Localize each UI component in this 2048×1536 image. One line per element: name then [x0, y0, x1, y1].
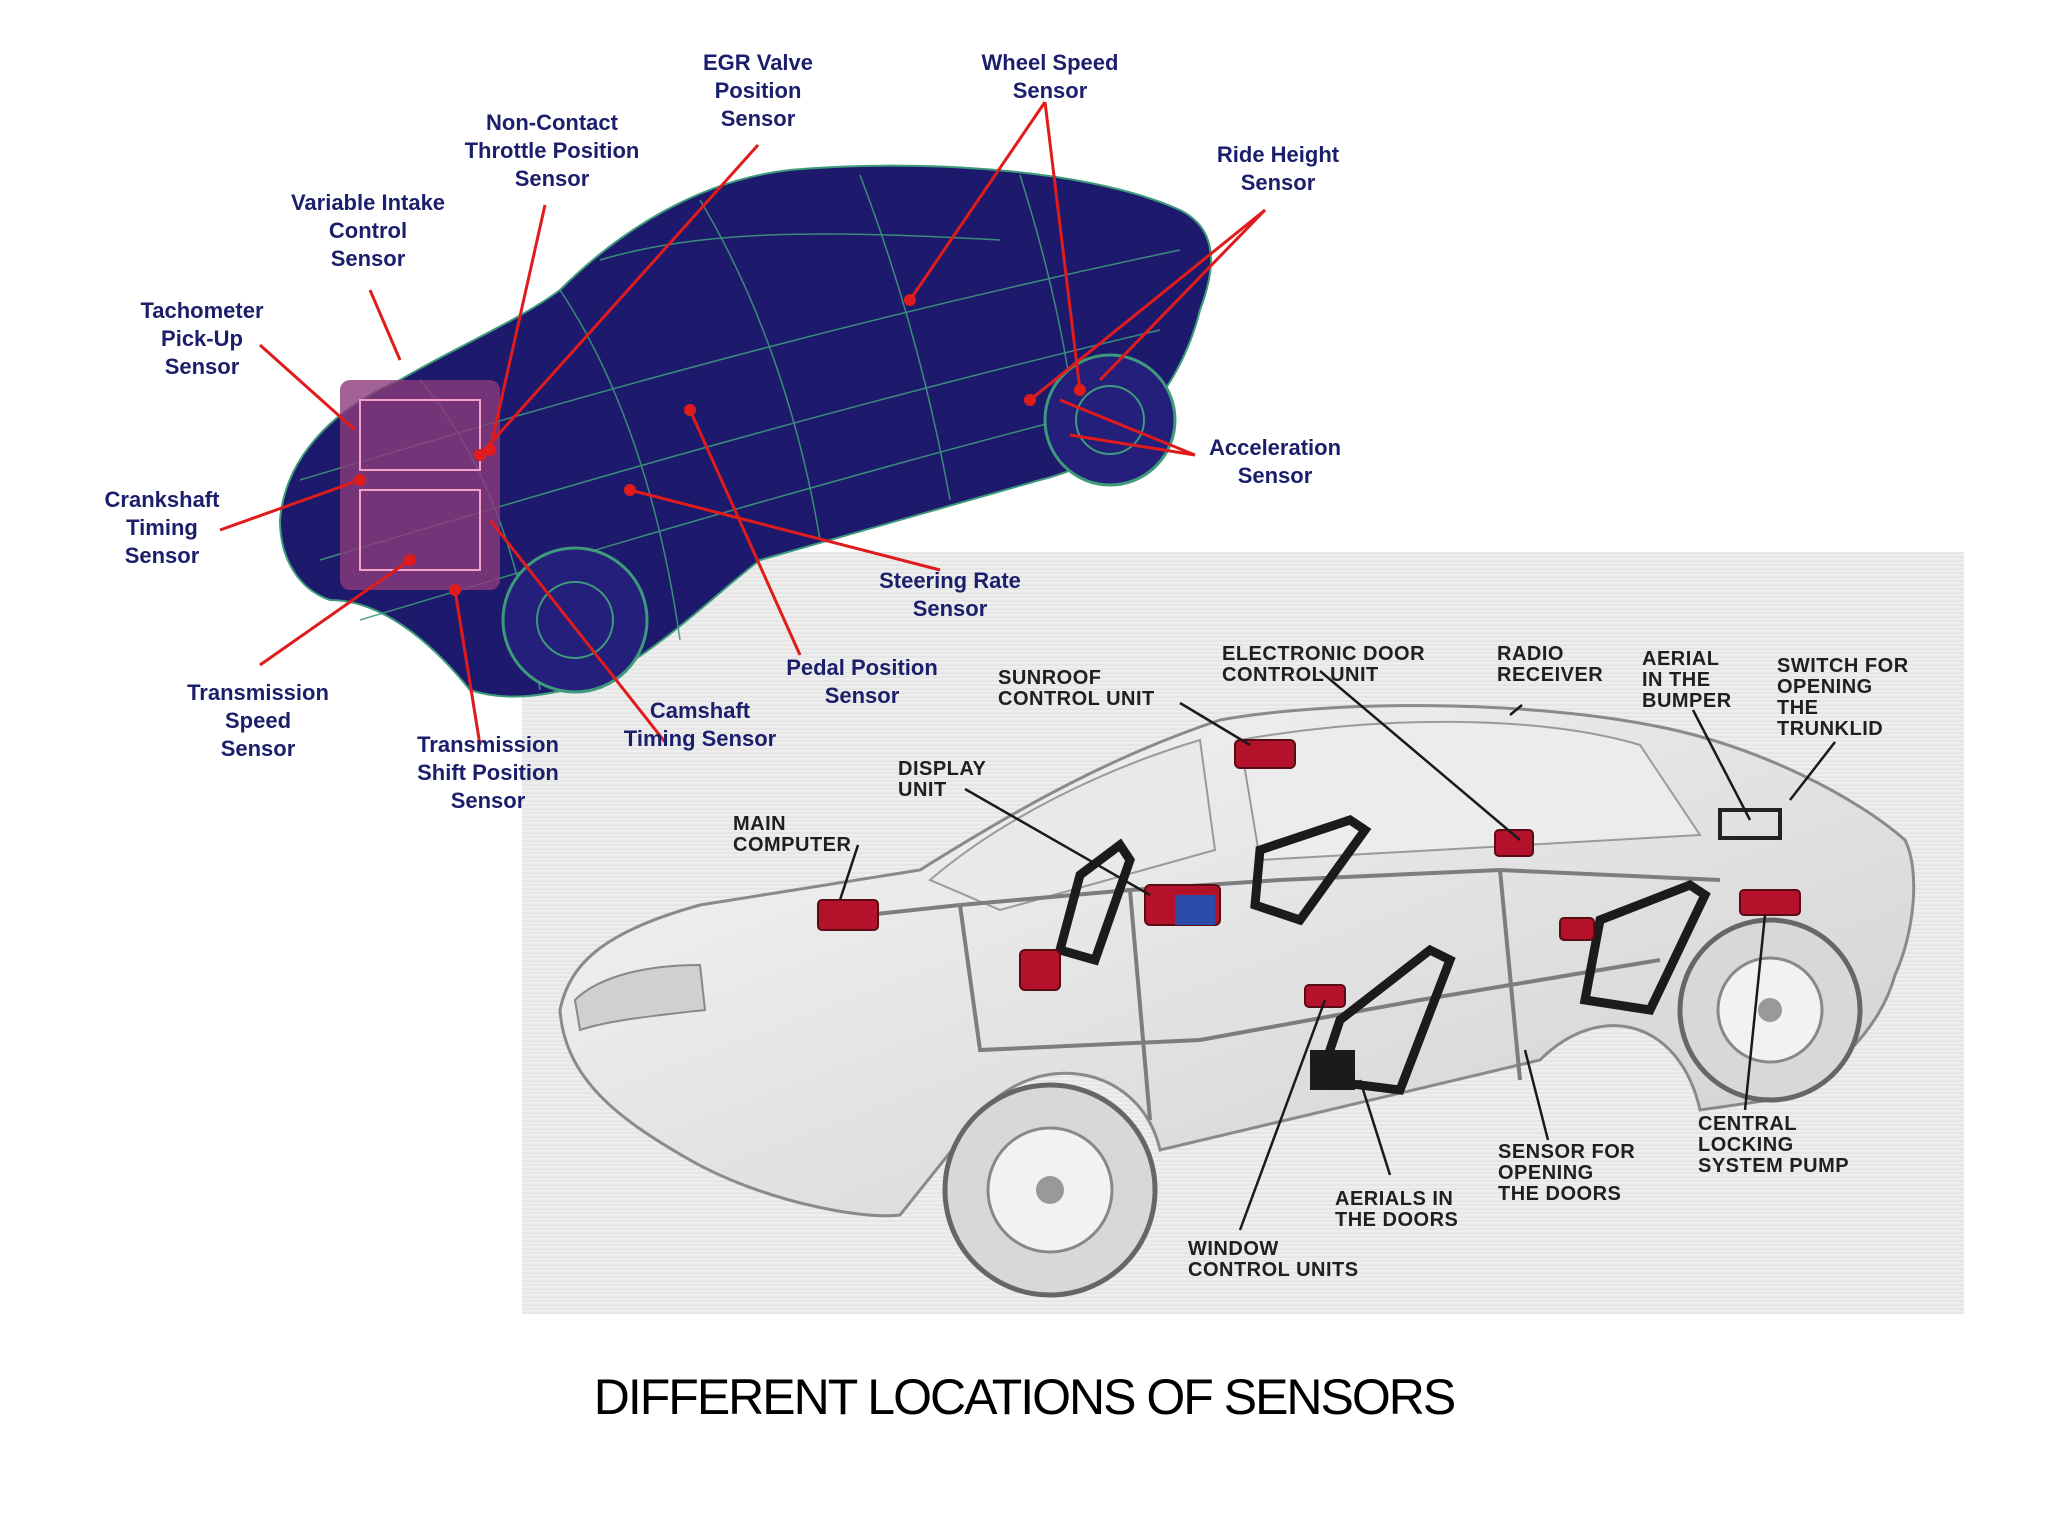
door-aerial-block — [1310, 1050, 1355, 1090]
rear-door-control-box — [1559, 917, 1595, 941]
front-door-window-frame — [1054, 838, 1135, 966]
top-engine-block — [340, 380, 500, 590]
bottom-car-side-window — [1238, 720, 1702, 862]
top-front-wheel — [501, 546, 649, 694]
window-control-box — [1304, 984, 1346, 1008]
bottom-car-grille — [573, 963, 707, 1032]
top-leader-lines — [219, 101, 1267, 746]
aerial-bumper-box — [1718, 808, 1782, 840]
diagram-caption: DIFFERENT LOCATIONS OF SENSORS — [593, 1369, 1456, 1425]
electronic-door-control-box — [1494, 829, 1534, 857]
top-sensor-dots — [354, 294, 1086, 596]
main-computer-unit — [817, 899, 879, 931]
bottom-rear-wheel — [1677, 917, 1863, 1103]
front-seat-box — [1019, 949, 1061, 991]
rear-right-door-frame — [1579, 879, 1711, 1015]
central-locking-pump-box — [1739, 889, 1801, 916]
bottom-leader-lines — [838, 670, 1836, 1231]
front-right-door-frame — [1250, 815, 1372, 926]
bottom-front-wheel — [942, 1082, 1158, 1298]
sunroof-control-box — [1234, 739, 1296, 769]
bottom-car-windshield — [928, 738, 1217, 912]
blue-module — [1175, 895, 1215, 925]
